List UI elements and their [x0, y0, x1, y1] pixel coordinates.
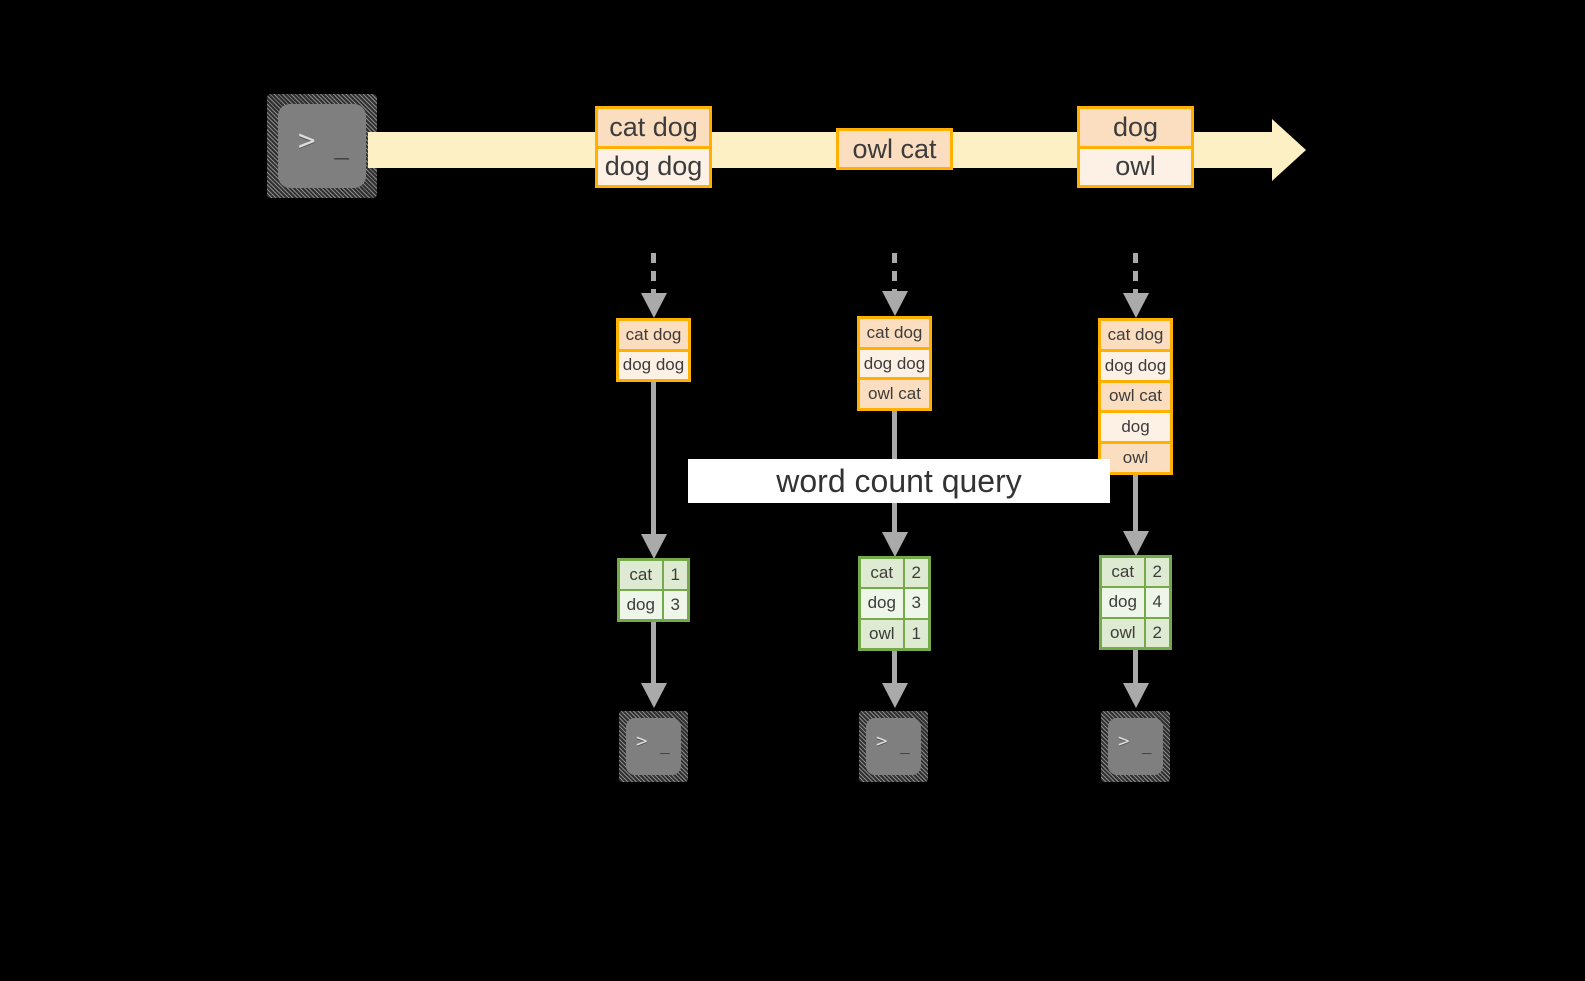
snapshot-2-input-row-3: owl cat	[860, 377, 929, 409]
terminal-chevron: >	[298, 123, 316, 157]
table-row[interactable]: dog 4	[1102, 586, 1169, 617]
stream-event-3[interactable]: dog owl	[1077, 106, 1194, 188]
snapshot-1-input-table[interactable]: cat dog dog dog	[616, 318, 691, 382]
table-row[interactable]: dog 3	[861, 587, 928, 618]
terminal-cursor: _	[659, 737, 670, 754]
snapshot-3-result-word-2: dog	[1102, 588, 1144, 617]
snapshot-1-result-table[interactable]: cat 1 dog 3	[617, 558, 690, 622]
terminal-cursor: _	[899, 737, 910, 754]
stream-event-2[interactable]: owl cat	[836, 128, 953, 170]
terminal-cursor: _	[1141, 737, 1152, 754]
snapshot-2-result-count-1: 2	[902, 559, 928, 588]
snapshot-3-query-arrowhead	[1123, 531, 1149, 556]
snapshot-2-input-row-1: cat dog	[860, 319, 929, 347]
snapshot-1-result-word-1: cat	[620, 561, 662, 589]
snapshot-1-input-row-1: cat dog	[619, 321, 688, 349]
snapshot-3-input-table[interactable]: cat dog dog dog owl cat dog owl	[1098, 318, 1173, 475]
terminal-body	[866, 718, 921, 775]
terminal-cursor: _	[334, 133, 350, 160]
source-terminal-icon[interactable]: > _	[267, 94, 377, 198]
snapshot-3-result-count-1: 2	[1143, 558, 1169, 587]
query-label: word count query	[688, 459, 1110, 503]
snapshot-2-result-word-3: owl	[861, 619, 903, 648]
snapshot-3-tap-dashed-line	[1133, 253, 1138, 295]
snapshot-1-result-word-2: dog	[620, 591, 662, 619]
snapshot-3-input-row-4: dog	[1101, 410, 1170, 442]
snapshot-1-tap-dashed-line	[651, 253, 656, 295]
snapshot-1-input-row-2: dog dog	[619, 348, 688, 379]
stream-band-arrowhead	[1272, 119, 1306, 181]
snapshot-3-input-row-5: owl	[1101, 441, 1170, 472]
terminal-prompt-glyph: > _	[1118, 730, 1152, 754]
terminal-body	[626, 718, 681, 775]
table-row[interactable]: cat 1	[620, 561, 687, 589]
snapshot-3-input-row-3: owl cat	[1101, 379, 1170, 411]
snapshot-3-sink-line	[1133, 650, 1138, 687]
snapshot-2-tap-dashed-line	[892, 253, 897, 293]
snapshot-1-tap-arrowhead	[641, 293, 667, 318]
snapshot-1-result-count-1: 1	[661, 561, 687, 589]
snapshot-3-input-row-2: dog dog	[1101, 348, 1170, 380]
snapshot-3-result-word-3: owl	[1102, 618, 1144, 647]
snapshot-1-sink-terminal-icon[interactable]: > _	[619, 711, 688, 782]
table-row[interactable]: cat 2	[1102, 558, 1169, 587]
snapshot-2-input-row-2: dog dog	[860, 346, 929, 378]
table-row[interactable]: cat 2	[861, 559, 928, 588]
stream-event-2-line-1: owl cat	[839, 131, 950, 167]
snapshot-3-sink-terminal-icon[interactable]: > _	[1101, 711, 1170, 782]
snapshot-1-result-count-2: 3	[661, 591, 687, 619]
terminal-body	[278, 104, 366, 188]
snapshot-1-sink-line	[651, 622, 656, 687]
snapshot-2-tap-arrowhead	[882, 291, 908, 316]
table-row[interactable]: owl 2	[1102, 616, 1169, 647]
table-row[interactable]: dog 3	[620, 589, 687, 619]
query-label-text: word count query	[776, 462, 1022, 499]
stream-event-1-line-2: dog dog	[598, 145, 709, 185]
terminal-chevron: >	[876, 730, 888, 752]
stream-event-3-line-1: dog	[1080, 109, 1191, 146]
snapshot-2-sink-line	[892, 651, 897, 687]
snapshot-3-sink-arrowhead	[1123, 683, 1149, 708]
snapshot-1-query-arrowhead	[641, 534, 667, 559]
snapshot-3-input-row-1: cat dog	[1101, 321, 1170, 349]
snapshot-3-result-count-2: 4	[1143, 588, 1169, 617]
terminal-chevron: >	[1118, 730, 1130, 752]
snapshot-3-result-table[interactable]: cat 2 dog 4 owl 2	[1099, 555, 1172, 650]
snapshot-3-result-count-3: 2	[1143, 618, 1169, 647]
snapshot-3-query-line	[1133, 475, 1138, 545]
snapshot-2-query-arrowhead	[882, 532, 908, 557]
stream-event-1[interactable]: cat dog dog dog	[595, 106, 712, 188]
terminal-prompt-glyph: > _	[636, 730, 670, 754]
stream-event-1-line-1: cat dog	[598, 109, 709, 146]
snapshot-2-result-table[interactable]: cat 2 dog 3 owl 1	[858, 556, 931, 651]
snapshot-2-result-count-2: 3	[902, 589, 928, 618]
terminal-prompt-glyph: > _	[298, 123, 350, 160]
snapshot-3-tap-arrowhead	[1123, 293, 1149, 318]
terminal-body	[1108, 718, 1163, 775]
snapshot-2-result-word-2: dog	[861, 589, 903, 618]
table-row[interactable]: owl 1	[861, 617, 928, 648]
snapshot-2-input-table[interactable]: cat dog dog dog owl cat	[857, 316, 932, 411]
snapshot-3-result-word-1: cat	[1102, 558, 1144, 587]
terminal-prompt-glyph: > _	[876, 730, 910, 754]
stream-event-3-line-2: owl	[1080, 145, 1191, 185]
snapshot-1-query-line	[651, 382, 656, 547]
terminal-chevron: >	[636, 730, 648, 752]
snapshot-2-sink-terminal-icon[interactable]: > _	[859, 711, 928, 782]
snapshot-2-sink-arrowhead	[882, 683, 908, 708]
snapshot-2-result-count-3: 1	[902, 619, 928, 648]
snapshot-2-result-word-1: cat	[861, 559, 903, 588]
snapshot-1-sink-arrowhead	[641, 683, 667, 708]
